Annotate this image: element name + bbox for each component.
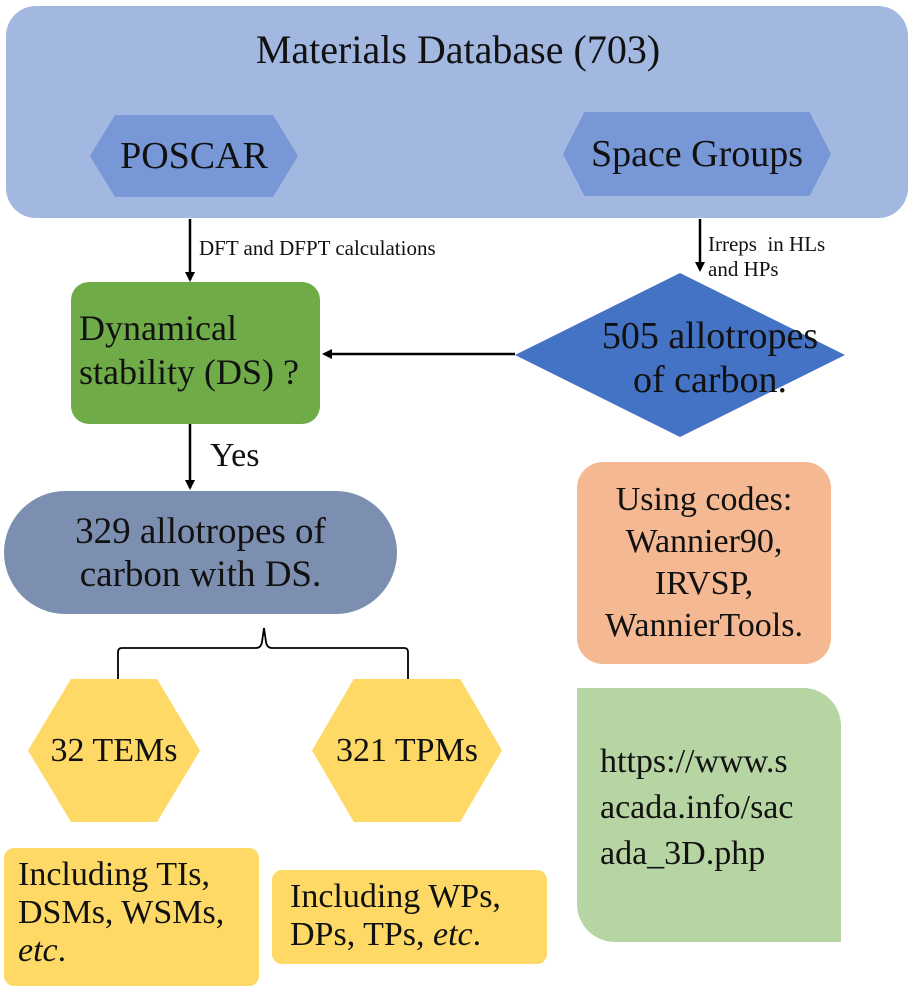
dynamical-stability-box: [71, 282, 320, 424]
including-left-line3: etc.: [18, 932, 224, 970]
codes-box: [577, 462, 831, 664]
database-title: Materials Database (703): [255, 27, 661, 72]
ds-result-line1: 329 allotropes of: [75, 511, 326, 552]
etc-italic-right: etc: [433, 916, 473, 953]
dft-calculations-label: DFT and DFPT calculations: [199, 236, 436, 260]
allotropes-diamond-text: 505 allotropes of carbon.: [560, 314, 860, 402]
including-left-line1: Including TIs,: [18, 856, 211, 893]
ds-result-box: [4, 491, 397, 614]
including-right-box: Including WPs, DPs, TPs, etc.: [272, 870, 547, 964]
ds-result-line2: carbon with DS.: [79, 554, 322, 595]
etc-period-left: .: [57, 932, 67, 969]
including-left-box: Including TIs, DSMs, WSMs, etc.: [4, 848, 259, 986]
codes-line2: Wannier90,: [625, 523, 783, 560]
dynamical-stability-text: Dynamical stability (DS) ?: [79, 306, 319, 394]
yes-label: Yes: [210, 437, 260, 474]
codes-line4: WannierTools.: [605, 607, 803, 644]
url-box: [577, 688, 841, 942]
codes-line3: IRVSP,: [654, 565, 754, 602]
ds-result-text: 329 allotropes of carbon with DS.: [4, 510, 397, 596]
etc-italic-left: etc: [18, 932, 58, 969]
stability-line1: Dynamical: [79, 308, 237, 348]
irreps-label-line1: Irreps in HLs: [708, 232, 826, 256]
codes-line1: Using codes:: [615, 481, 793, 518]
irreps-label: Irreps in HLs and HPs: [708, 232, 858, 282]
allotropes-line2: of carbon.: [632, 359, 788, 401]
tpms-hexagon: 321 TPMs: [312, 679, 502, 822]
irreps-label-line2: and HPs: [708, 257, 779, 281]
including-right-line2: DPs, TPs, etc.: [290, 916, 501, 954]
url-line1[interactable]: https://www.s: [600, 743, 788, 780]
including-right-prefix: DPs, TPs,: [290, 916, 433, 953]
split-brace: [117, 627, 409, 680]
allotropes-line1: 505 allotropes: [601, 315, 819, 357]
url-line2[interactable]: acada.info/sac: [600, 789, 794, 826]
stability-line2: stability (DS) ?: [79, 352, 299, 392]
poscar-hexagon: POSCAR: [90, 115, 298, 197]
etc-period-right: .: [472, 916, 482, 953]
space-groups-hexagon: Space Groups: [563, 112, 831, 196]
url-line3[interactable]: ada_3D.php: [600, 835, 766, 872]
including-left-line2: DSMs, WSMs,: [18, 894, 225, 931]
including-right-line1: Including WPs,: [290, 878, 501, 915]
